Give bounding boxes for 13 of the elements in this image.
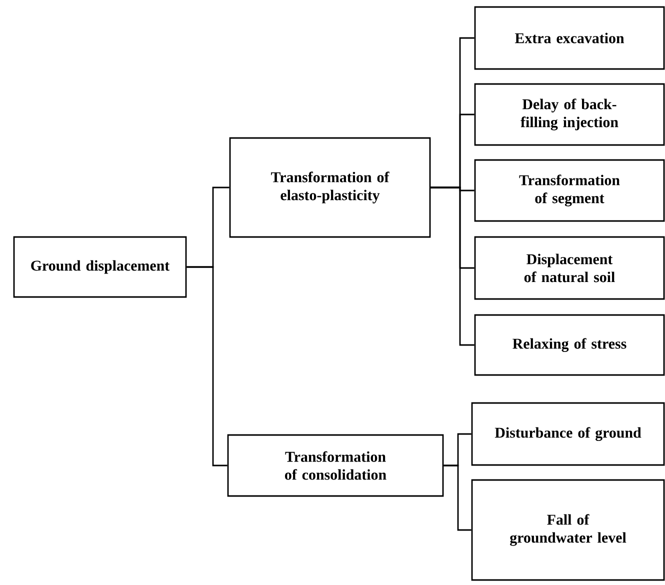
text-box: Transformation of elasto-plasticity xyxy=(229,137,431,238)
text-box: Transformation of consolidation xyxy=(227,434,444,497)
text-box: Delay of back-filling injection xyxy=(474,83,665,146)
text-box: Transformation of segment xyxy=(474,159,665,222)
connector xyxy=(430,186,474,346)
text-box: Ground displacement xyxy=(13,236,187,298)
connector xyxy=(444,464,472,531)
text-box: Disturbance of ground xyxy=(471,402,665,466)
text-box: Relaxing of stress xyxy=(474,314,665,376)
text-box: Fall of groundwater level xyxy=(471,479,665,581)
text-box: Displacement of natural soil xyxy=(474,236,665,300)
text-box: Extra excavation xyxy=(474,6,665,70)
connector xyxy=(186,266,228,466)
